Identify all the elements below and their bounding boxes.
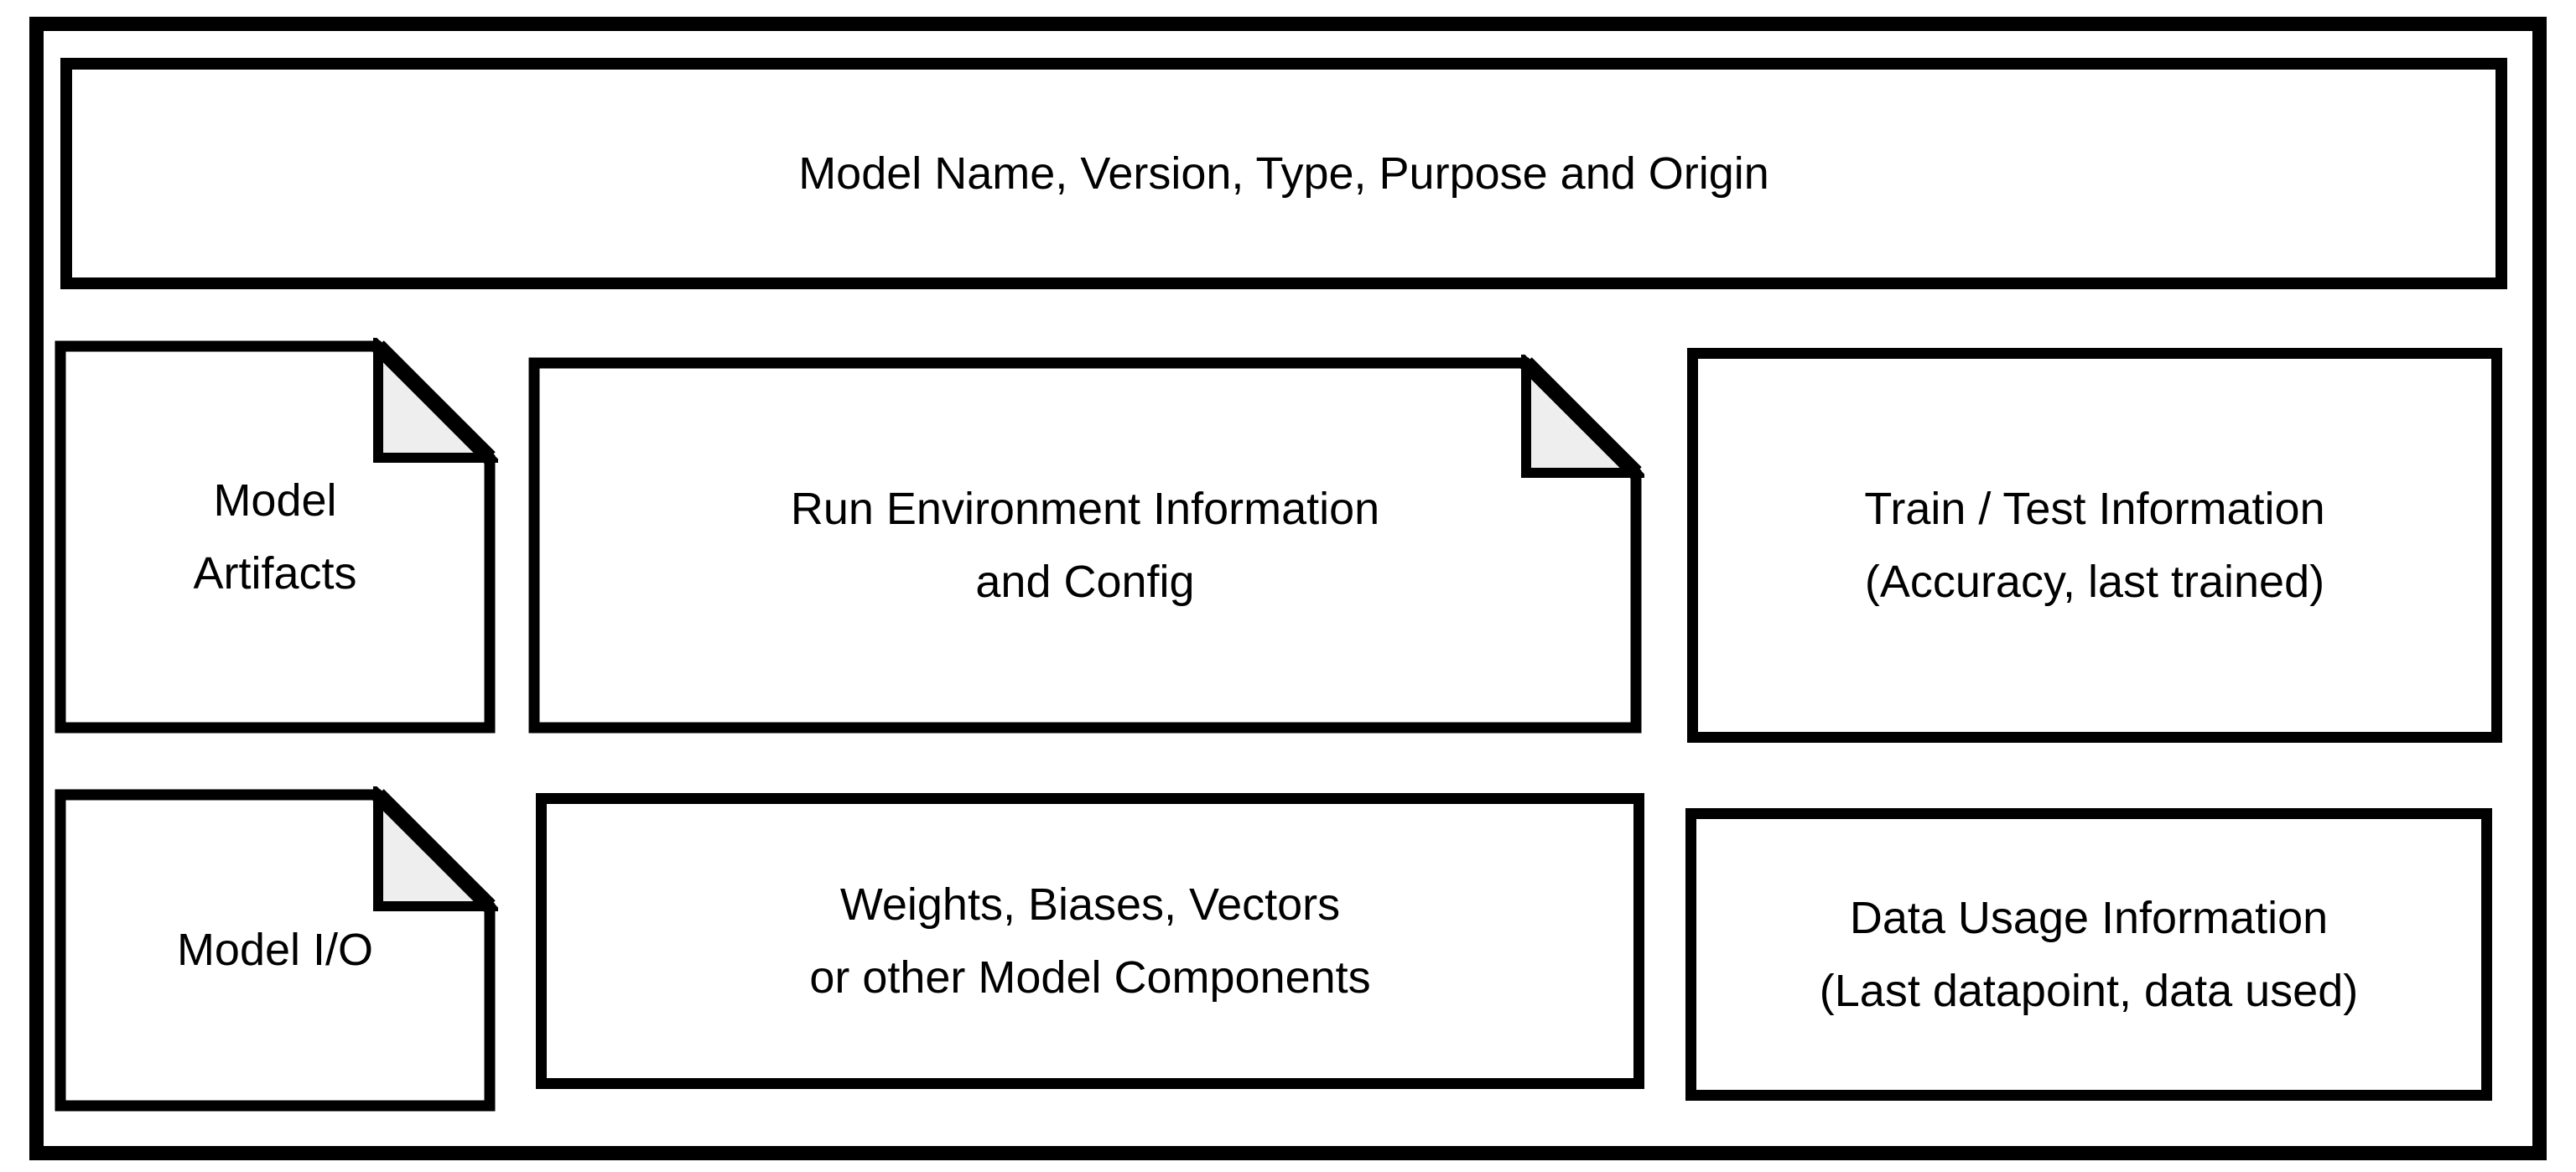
document-outline <box>528 357 1642 734</box>
model-io-document-shape <box>55 786 498 1112</box>
model-io-label: Model I/O <box>176 925 374 975</box>
title-box: Model Name, Version, Type, Purpose and O… <box>60 58 2507 289</box>
run-environment-document-shape <box>528 355 1644 734</box>
train-test-label-line1: Train / Test Information <box>1864 483 2325 534</box>
run-environment-label-line1: Run Environment Information <box>790 483 1380 534</box>
data-usage-label-line1: Data Usage Information <box>1849 892 2329 943</box>
model-components-label-line2: or other Model Components <box>809 952 1371 1003</box>
run-environment-label-line2: and Config <box>975 556 1195 607</box>
data-usage-label-line2: (Last datapoint, data used) <box>1819 965 2359 1016</box>
data-usage-box: Data Usage Information (Last datapoint, … <box>1685 808 2492 1101</box>
run-environment-label-block: Run Environment Information and Config <box>534 363 1636 728</box>
model-artifacts-label-line2: Artifacts <box>193 547 357 599</box>
folded-corner-diagonal <box>372 340 496 464</box>
folded-corner-diagonal <box>372 789 496 912</box>
model-artifacts-label-block: Model Artifacts <box>60 346 490 728</box>
folded-corner-diagonal <box>1520 357 1642 479</box>
train-test-label-line2: (Accuracy, last trained) <box>1864 556 2325 607</box>
title-box-label: Model Name, Version, Type, Purpose and O… <box>798 148 1769 199</box>
model-artifacts-label-line1: Model <box>213 475 337 526</box>
model-io-label-block: Model I/O <box>60 795 490 1106</box>
train-test-box: Train / Test Information (Accuracy, last… <box>1687 348 2502 743</box>
model-artifacts-document-shape <box>55 338 498 734</box>
model-components-label-line1: Weights, Biases, Vectors <box>839 879 1341 930</box>
model-components-box: Weights, Biases, Vectors or other Model … <box>536 793 1644 1089</box>
